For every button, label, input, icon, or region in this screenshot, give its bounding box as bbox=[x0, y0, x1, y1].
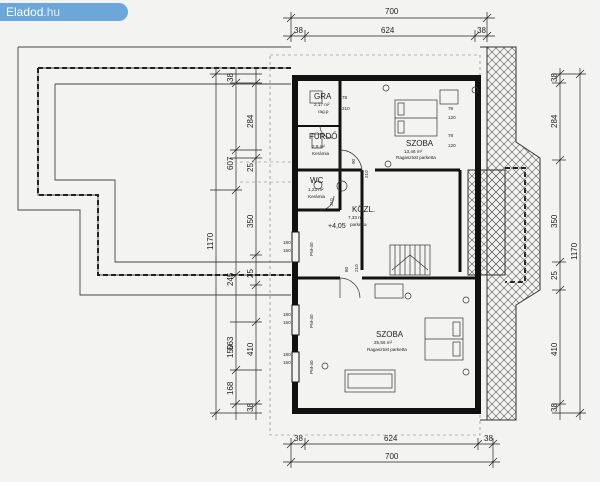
win-h-180a: 180 bbox=[283, 240, 291, 245]
room-kozl-area: 7,33 m² bbox=[348, 215, 364, 220]
win-h-150c: 150 bbox=[283, 360, 291, 365]
dim-top-left-wall: 38 bbox=[294, 26, 303, 35]
room-gra-floor: rag.p bbox=[318, 109, 329, 114]
dim-right-284: 284 bbox=[550, 114, 559, 128]
dim-bottom-right-wall: 38 bbox=[484, 434, 493, 443]
room-szoba1-name: SZOBA bbox=[406, 139, 434, 148]
dim-left-25b: 25 bbox=[246, 269, 255, 278]
mark-210a: 210 bbox=[342, 106, 350, 111]
win-h-180c: 180 bbox=[283, 352, 291, 357]
opening-marks: 78 210 78 120 78 120 90 210 210 80 210 bbox=[329, 95, 456, 272]
dim-left-245: 245 bbox=[226, 272, 235, 286]
dim-right-outer: 1170 bbox=[570, 242, 579, 260]
win-h-150a: 150 bbox=[283, 248, 291, 253]
dim-bottom-inner: 624 bbox=[384, 434, 398, 443]
dim-bottom-total: 700 bbox=[385, 452, 399, 461]
dim-right-410: 410 bbox=[550, 342, 559, 356]
helper-frame bbox=[240, 54, 481, 436]
doors bbox=[319, 125, 363, 299]
dim-left-outer: 1170 bbox=[206, 232, 215, 250]
mark-90: 90 bbox=[351, 158, 356, 164]
window-label-3: PM-40 bbox=[309, 360, 314, 374]
dim-left-150: 150 bbox=[226, 344, 235, 358]
room-kozl-name: KÖZL. bbox=[352, 205, 375, 214]
mark-78c: 78 bbox=[448, 133, 454, 138]
dim-left-38b: 38 bbox=[246, 403, 255, 412]
room-szoba1-area: 13,46 m² bbox=[404, 149, 423, 154]
logo-tld: .hu bbox=[43, 5, 61, 19]
room-szoba2-area: 25,56 m² bbox=[374, 340, 393, 345]
furniture bbox=[309, 84, 479, 393]
room-furdo-area: 2,8 m² bbox=[312, 144, 325, 149]
dim-left-25a: 25 bbox=[246, 163, 255, 172]
site-logo: Eladod.hu bbox=[0, 3, 128, 21]
logo-text: Eladod bbox=[6, 5, 44, 19]
outer-walls bbox=[292, 75, 481, 414]
level-mark: +4,05 bbox=[328, 223, 346, 230]
window-label-1: PM-40 bbox=[309, 242, 314, 256]
right-dimensions bbox=[552, 68, 586, 420]
window-label-2: PM-40 bbox=[309, 314, 314, 328]
room-furdo-floor: Kerámia bbox=[312, 151, 330, 156]
dim-left-38a: 38 bbox=[226, 73, 235, 82]
dim-left-350: 350 bbox=[246, 214, 255, 228]
dim-left-284: 284 bbox=[246, 114, 255, 128]
dim-top-inner: 624 bbox=[381, 26, 395, 35]
dim-left-410: 410 bbox=[246, 342, 255, 356]
mark-78b: 78 bbox=[448, 106, 454, 111]
mark-210b: 210 bbox=[364, 170, 369, 178]
room-gra-name: GRA bbox=[314, 92, 332, 101]
mark-120b: 120 bbox=[448, 143, 456, 148]
room-szoba2-name: SZOBA bbox=[376, 330, 404, 339]
mark-80: 80 bbox=[344, 266, 349, 272]
dim-right-38a: 38 bbox=[550, 73, 559, 82]
room-kozl-floor: parketta bbox=[350, 222, 367, 227]
room-wc-name: WC bbox=[310, 176, 324, 185]
dim-left-b: 563 bbox=[226, 336, 235, 350]
room-furdo-name: FÜRDŐ bbox=[309, 132, 337, 141]
dim-right-38b: 38 bbox=[550, 403, 559, 412]
roof-dashed-lines bbox=[37, 67, 526, 283]
mark-210c: 210 bbox=[329, 198, 334, 206]
win-h-180b: 180 bbox=[283, 312, 291, 317]
staircase bbox=[389, 244, 431, 276]
room-wc-floor: Kerámia bbox=[308, 194, 326, 199]
room-gra-area: 2,17 m² bbox=[314, 102, 330, 107]
top-dimensions bbox=[283, 12, 495, 42]
win-h-150b: 150 bbox=[283, 320, 291, 325]
dim-bottom-left-wall: 38 bbox=[294, 434, 303, 443]
mark-210d: 210 bbox=[354, 264, 359, 272]
dim-right-350: 350 bbox=[550, 214, 559, 228]
dim-right-25: 25 bbox=[550, 271, 559, 280]
room-labels: GRA 2,17 m² rag.p FÜRDŐ 2,8 m² Kerámia W… bbox=[308, 92, 436, 352]
mark-78a: 78 bbox=[342, 95, 348, 100]
room-wc-area: 1,23 m² bbox=[308, 187, 324, 192]
dim-left-168: 168 bbox=[226, 381, 235, 395]
room-szoba2-floor: Ragasztott parketta bbox=[367, 347, 407, 352]
dim-top-total: 700 bbox=[385, 7, 399, 16]
bottom-dimensions bbox=[283, 438, 500, 468]
dim-top-right-wall: 38 bbox=[477, 26, 486, 35]
mark-120a: 120 bbox=[448, 115, 456, 120]
windows bbox=[291, 231, 300, 383]
dim-left-a: 607 bbox=[226, 156, 235, 170]
room-szoba1-floor: Ragasztott parketta bbox=[396, 155, 436, 160]
